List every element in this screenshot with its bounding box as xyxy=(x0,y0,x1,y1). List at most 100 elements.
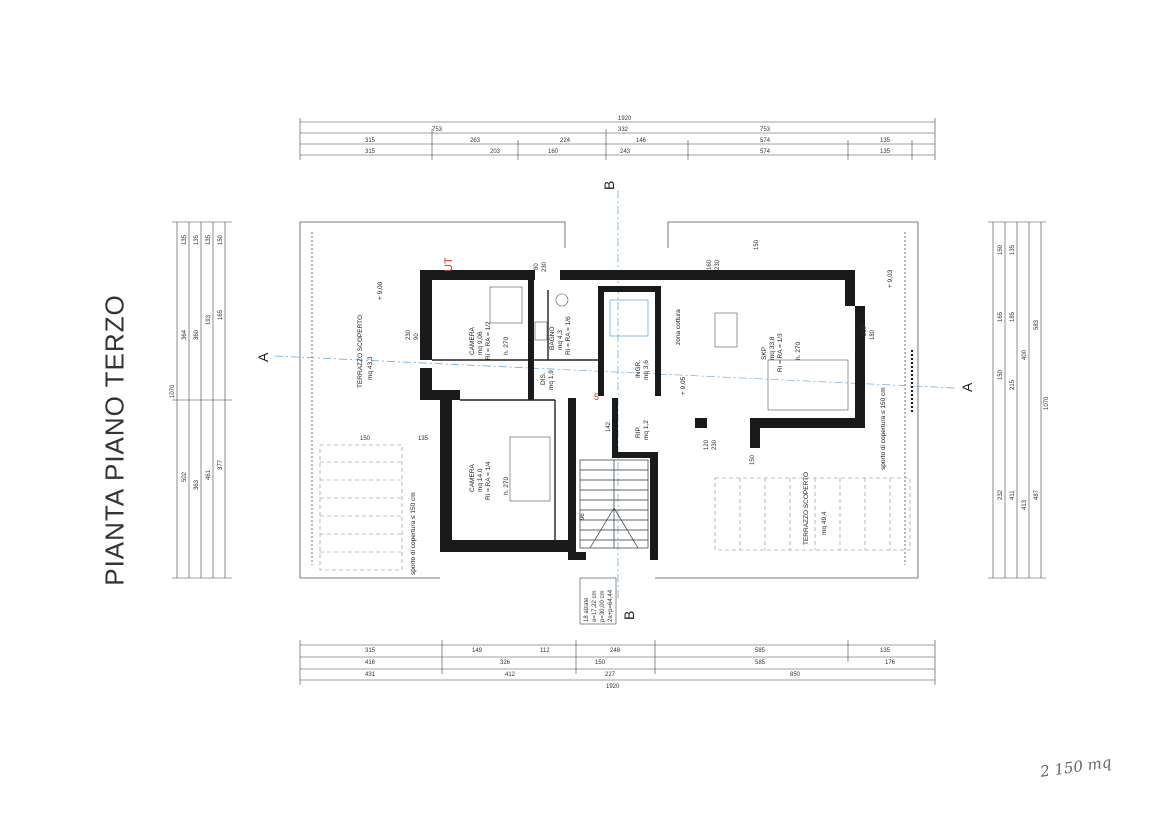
right-dim-10: 413 xyxy=(1022,499,1028,510)
rip-area: mq 1,2 xyxy=(643,420,650,440)
right-dim-12: 487 xyxy=(1034,489,1040,500)
left-dim-1: 135 xyxy=(182,234,188,245)
inner-dim-15: 150 xyxy=(360,436,371,442)
bottom-dim-1: 315 xyxy=(365,648,376,654)
inner-dim-1: 160 xyxy=(707,259,713,270)
right-dimension-chains xyxy=(988,221,1046,579)
stair-note-2: a=17,22 cm xyxy=(592,590,598,622)
left-dim-9: 461 xyxy=(206,469,212,480)
dining-table xyxy=(714,312,738,348)
terrazzo-right-name: TERRAZZO SCOPERTO xyxy=(803,472,810,545)
right-dim-8: 411 xyxy=(1010,490,1016,500)
bottom-dim-6: 135 xyxy=(880,648,891,654)
bottom-dim-7: 416 xyxy=(365,660,376,666)
wall-left-upper xyxy=(420,270,432,360)
toilet xyxy=(555,293,569,307)
sporto-left: sporto di copertura ≤ 150 cm xyxy=(410,492,417,575)
bed-2 xyxy=(509,436,551,502)
top-total-dim: 1920 xyxy=(618,116,632,122)
terrace-outlines xyxy=(299,221,919,579)
right-dim-3: 150 xyxy=(998,369,1004,380)
ingr-name: INGR. xyxy=(635,360,642,378)
top-dim-15: 135 xyxy=(880,149,891,155)
level-right: + 9,03 xyxy=(887,269,894,288)
camera-1-height: h. 270 xyxy=(503,337,510,355)
wall-bottom-right xyxy=(750,418,865,428)
inner-dim-12: 150 xyxy=(750,454,756,465)
top-mark: UT xyxy=(443,257,455,272)
rip-name: RIP. xyxy=(635,426,642,438)
section-a-right: A xyxy=(959,382,975,392)
right-dim-11: 583 xyxy=(1034,319,1040,330)
level-left: + 9,00 xyxy=(377,281,384,300)
wall-bottom-left xyxy=(440,540,570,552)
top-dim-4: 315 xyxy=(365,138,376,144)
left-dim-7: 135 xyxy=(206,234,212,245)
bottom-dim-4: 248 xyxy=(610,648,621,654)
kitchen-island xyxy=(609,299,649,337)
section-b-bottom: B xyxy=(621,611,637,620)
wall-right xyxy=(855,306,865,426)
bottom-dim-14: 227 xyxy=(605,672,616,678)
bagno-ratio: Ri = RA = 1/6 xyxy=(565,316,572,355)
soggiorno-height: h. 270 xyxy=(795,342,802,360)
inner-dim-11: 230 xyxy=(712,439,718,450)
left-dim-8: 193 xyxy=(206,314,212,325)
soggiorno-name: SKP xyxy=(761,347,768,360)
bagno-area: mq 4,3 xyxy=(557,330,564,350)
top-dim-11: 203 xyxy=(490,149,501,155)
ingr-area: mq 3,6 xyxy=(643,360,650,380)
bottom-dim-15: 850 xyxy=(790,672,801,678)
stair-number: 5 xyxy=(594,392,599,402)
inner-walls xyxy=(432,290,598,540)
sporto-right: sporto di copertura ≤ 150 cm xyxy=(880,387,887,470)
bottom-dim-10: 585 xyxy=(755,660,766,666)
furniture xyxy=(489,286,849,502)
wall-rip-left xyxy=(612,398,618,458)
stair-note-4: 2a+p=64,44 xyxy=(608,589,614,622)
left-dim-11: 165 xyxy=(218,309,224,320)
left-dim-12: 377 xyxy=(218,459,224,470)
inner-dim-2: 230 xyxy=(715,259,721,270)
annotations: + 9,00 + 9,03 + 9,05 sporto di copertura… xyxy=(377,257,894,575)
bottom-dim-5: 585 xyxy=(755,648,766,654)
soggiorno-ratio: Ri = RA = 1/3 xyxy=(777,333,784,372)
bottom-dim-11: 176 xyxy=(885,660,896,666)
wall-living-bottom xyxy=(750,418,760,448)
bottom-dim-2: 149 xyxy=(472,648,483,654)
inner-dim-5: 230 xyxy=(542,261,548,272)
top-dim-1: 753 xyxy=(432,127,443,133)
bottom-dim-9: 150 xyxy=(595,660,606,666)
level-center: + 9,05 xyxy=(680,376,687,395)
inner-dim-6: 230 xyxy=(406,329,412,340)
wall-stair-right xyxy=(650,455,658,560)
top-dimension-labels: 1920 753 332 753 315 263 224 146 574 135… xyxy=(365,116,891,155)
top-dim-3: 753 xyxy=(760,127,771,133)
inner-dimension-labels: 160 230 150 80 230 230 90 230 180 120 23… xyxy=(360,239,876,520)
top-dim-7: 146 xyxy=(636,138,647,144)
terrazzo-right-area: mq 49,4 xyxy=(821,511,828,535)
zona-cottura: zona cottura xyxy=(675,309,682,345)
camera-2-area: mq 14,0 xyxy=(477,468,484,492)
dis-name: DIS. xyxy=(540,372,547,385)
left-dim-3: 502 xyxy=(182,471,188,482)
camera-1-ratio: Ri = RA = 1/2 xyxy=(485,321,492,360)
top-dim-5: 263 xyxy=(470,138,481,144)
wall-left-lower xyxy=(440,400,452,550)
inner-dim-4: 80 xyxy=(534,263,540,270)
inner-dim-9: 180 xyxy=(870,329,876,340)
bottom-total-dim: 1920 xyxy=(606,684,620,690)
right-dim-6: 185 xyxy=(1010,311,1016,322)
right-dim-5: 135 xyxy=(1010,244,1016,255)
terrazzo-left-area: mq 43,3 xyxy=(367,356,374,380)
inner-dim-10: 120 xyxy=(704,439,710,450)
inner-dim-16: 135 xyxy=(418,436,429,442)
top-dim-8: 574 xyxy=(760,138,771,144)
inner-dim-3: 150 xyxy=(754,239,760,250)
section-b-top: B xyxy=(601,181,617,190)
dis-area: mq 1,9 xyxy=(548,370,555,390)
wall-column xyxy=(695,418,707,428)
inner-dim-14: 142 xyxy=(606,421,612,432)
terrazzo-left-name: TERRAZZO SCOPERTO xyxy=(357,315,364,388)
